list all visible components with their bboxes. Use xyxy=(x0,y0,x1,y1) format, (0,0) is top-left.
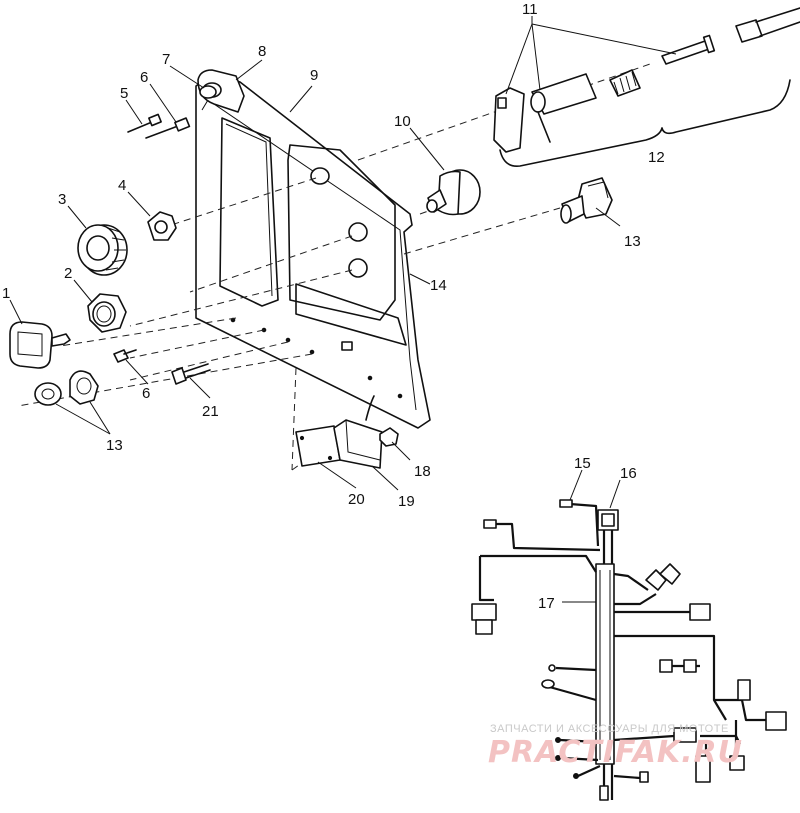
callout-1: 1 xyxy=(2,285,10,302)
callout-3: 3 xyxy=(58,191,66,208)
callout-7: 7 xyxy=(162,51,170,68)
leader-lines xyxy=(9,16,677,603)
callout-5: 5 xyxy=(120,85,128,102)
watermark: ЗАПЧАСТИ И АКСЕССУАРЫ ДЛЯ МОТОТЕ PRACTIF… xyxy=(488,723,743,770)
callout-18: 18 xyxy=(414,463,431,480)
screw-5 xyxy=(127,113,162,133)
callout-10: 10 xyxy=(394,113,411,130)
callout-6-top: 6 xyxy=(140,69,148,86)
callout-21: 21 xyxy=(202,403,219,420)
callout-13-left: 13 xyxy=(106,437,123,454)
wire-harness-17 xyxy=(471,499,787,801)
clamp-19-20 xyxy=(295,395,399,469)
dash-panel xyxy=(195,69,431,429)
watermark-caption: ЗАПЧАСТИ И АКСЕССУАРЫ ДЛЯ МОТОТЕ xyxy=(490,723,729,735)
key-1 xyxy=(9,321,71,369)
callout-13-right: 13 xyxy=(624,233,641,250)
callout-20: 20 xyxy=(348,491,365,508)
pin-6-bottom xyxy=(113,349,137,363)
pin-6-top xyxy=(145,117,191,139)
gauge-10 xyxy=(426,169,481,216)
callout-15: 15 xyxy=(574,455,591,472)
callout-12: 12 xyxy=(648,149,665,166)
callout-16: 16 xyxy=(620,465,637,482)
callout-17: 17 xyxy=(538,595,555,612)
washer-4 xyxy=(147,211,177,241)
knurled-nut-3 xyxy=(77,224,128,276)
assembly-lines xyxy=(17,63,651,471)
callout-labels: 1 2 3 4 5 6 6 7 8 9 10 11 12 13 13 14 15… xyxy=(2,1,665,612)
callout-9: 9 xyxy=(310,67,318,84)
bolt-21 xyxy=(171,363,211,385)
switch-bezel-13 xyxy=(34,370,99,406)
callout-8: 8 xyxy=(258,43,266,60)
callout-4: 4 xyxy=(118,177,126,194)
latch-assembly-12 xyxy=(493,7,800,167)
callout-2: 2 xyxy=(64,265,72,282)
toggle-switch-13 xyxy=(560,177,613,224)
callout-19: 19 xyxy=(398,493,415,510)
hex-nut-2 xyxy=(87,293,127,333)
callout-14: 14 xyxy=(430,277,447,294)
callout-6-bottom: 6 xyxy=(142,385,150,402)
watermark-logo: PRACTIFAK.RU xyxy=(488,735,743,770)
callout-11: 11 xyxy=(522,1,538,18)
bushing-7 xyxy=(199,85,217,99)
